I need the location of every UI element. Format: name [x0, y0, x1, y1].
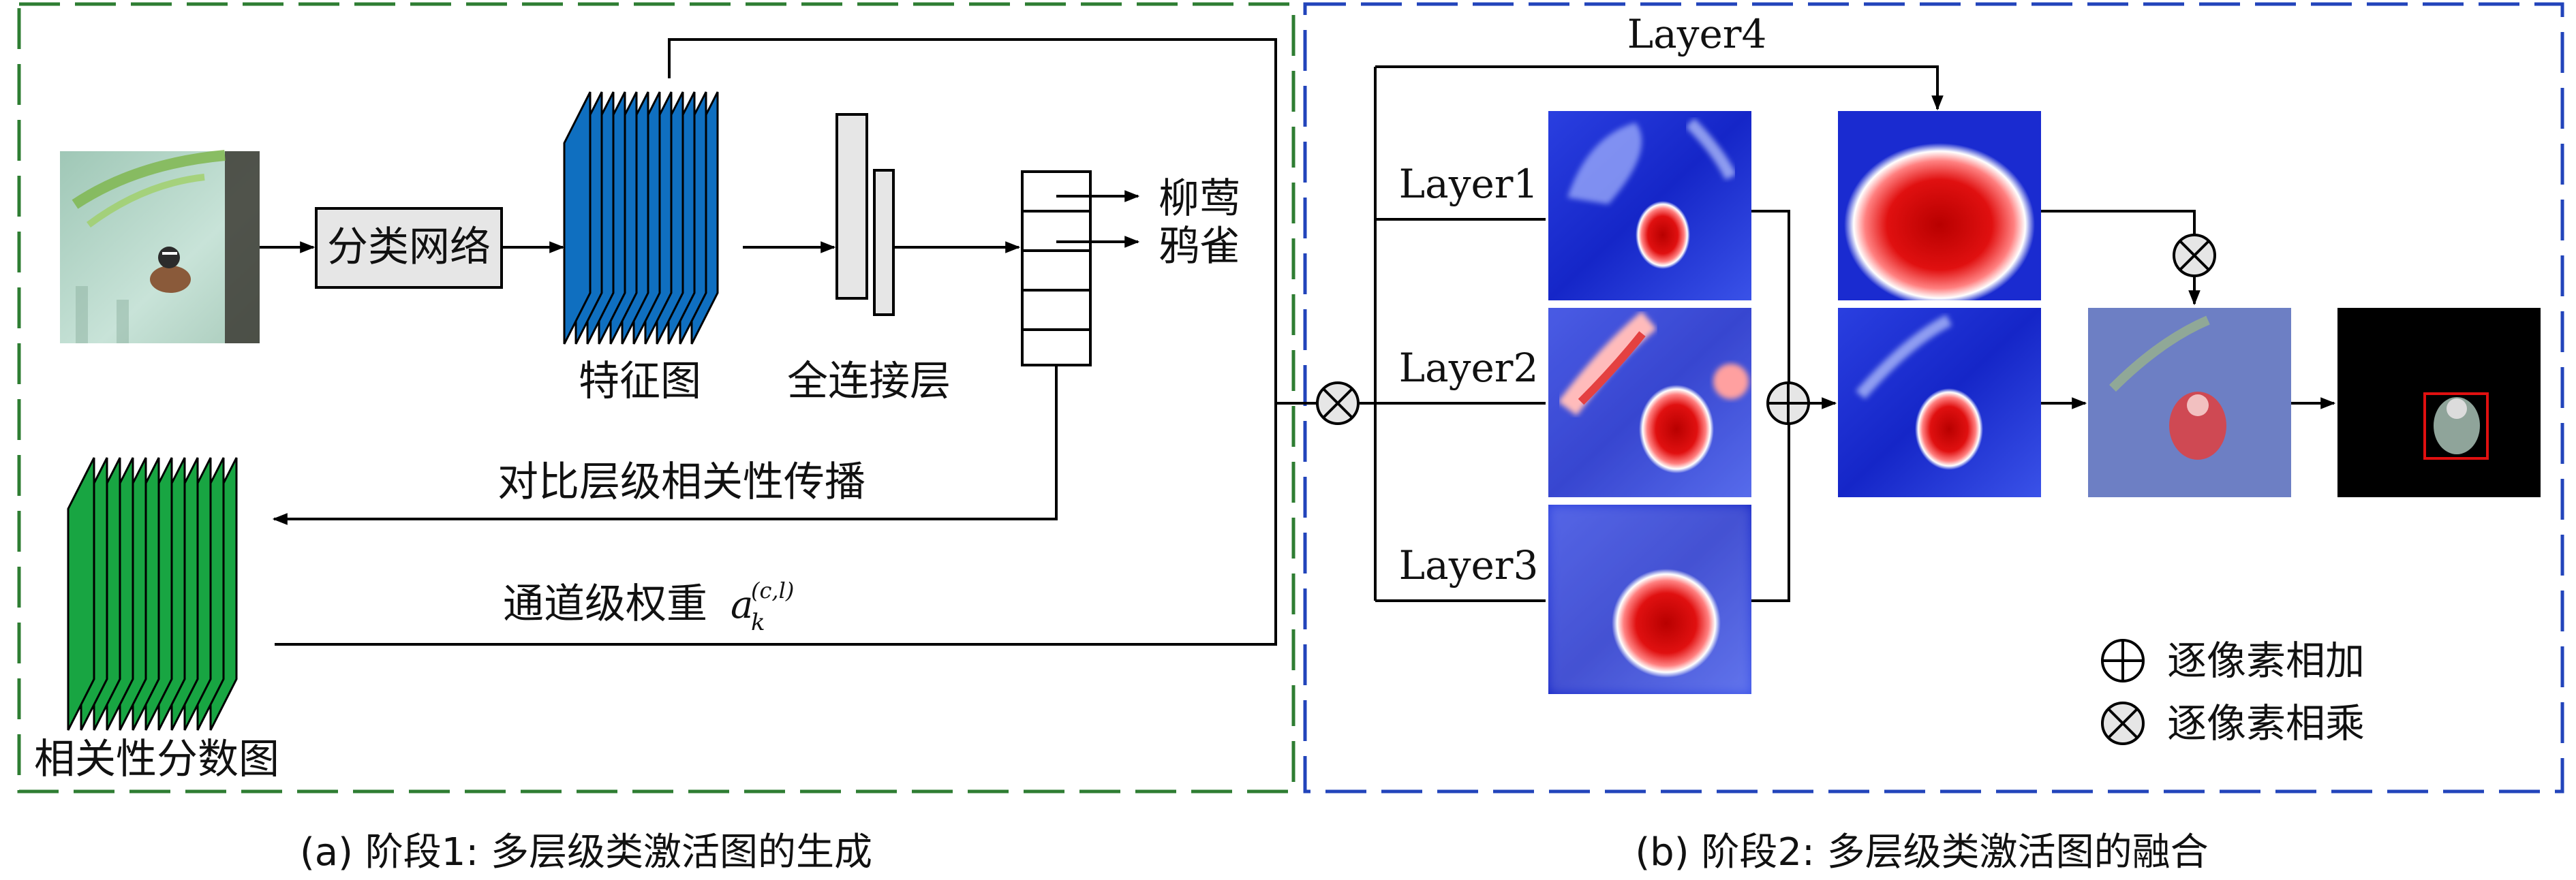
fc-layer-bar-2: [873, 169, 895, 316]
channel-weights-label: 通道级权重 a k (c,l): [503, 578, 794, 636]
svg-text:通道级权重: 通道级权重: [503, 580, 707, 628]
multiply-node-input: [1316, 381, 1360, 425]
legend-multiply-label: 逐像素相乘: [2167, 700, 2365, 747]
input-bird-image: [60, 150, 260, 343]
stage2-border: [1303, 2, 2564, 793]
class-output-1: 柳莺: [1159, 175, 1240, 223]
stack-slice: [563, 91, 592, 345]
fused-overlay-image: [2088, 308, 2291, 497]
propagation-label: 对比层级相关性传播: [497, 458, 865, 506]
output-vector: [1021, 170, 1092, 366]
fc-layer-bar-1: [835, 113, 868, 300]
layer1-label: Layer1: [1399, 161, 1539, 207]
add-node: [1766, 381, 1810, 425]
svg-text:a: a: [731, 583, 753, 627]
feature-map-label: 特征图: [579, 358, 701, 405]
classifier-box: [315, 207, 503, 289]
localized-result-image: [2337, 308, 2541, 497]
relevance-map-label: 相关性分数图: [34, 736, 279, 783]
heatmap-layer3: [1548, 505, 1751, 694]
class-output-2: 鸦雀: [1159, 223, 1240, 270]
heatmap-layer4: [1838, 111, 2041, 307]
stack-slice: [67, 457, 95, 731]
feature-map-stack: [563, 91, 719, 345]
classifier-label: 分类网络: [327, 223, 491, 271]
heatmap-sum: [1838, 308, 2041, 497]
relevance-map-stack: [67, 457, 238, 731]
fc-layer-label: 全连接层: [787, 358, 951, 405]
legend-multiply: 逐像素相乘: [2101, 700, 2365, 747]
heatmap-layer1: [1548, 111, 1751, 300]
stage1-border: [17, 2, 1295, 793]
multiply-node-fusion: [2173, 234, 2216, 277]
layer3-label: Layer3: [1399, 542, 1539, 588]
stage1-caption: (a) 阶段1: 多层级类激活图的生成: [300, 830, 872, 875]
svg-text:k: k: [751, 609, 765, 636]
svg-text:(c,l): (c,l): [751, 578, 794, 603]
heatmap-layer2: [1548, 308, 1751, 497]
stage2-caption: (b) 阶段2: 多层级类激活图的融合: [1635, 830, 2208, 875]
legend-add: 逐像素相加: [2101, 638, 2365, 684]
layer2-label: Layer2: [1399, 345, 1539, 391]
layer4-label: Layer4: [1627, 11, 1767, 57]
legend-add-label: 逐像素相加: [2167, 638, 2365, 684]
